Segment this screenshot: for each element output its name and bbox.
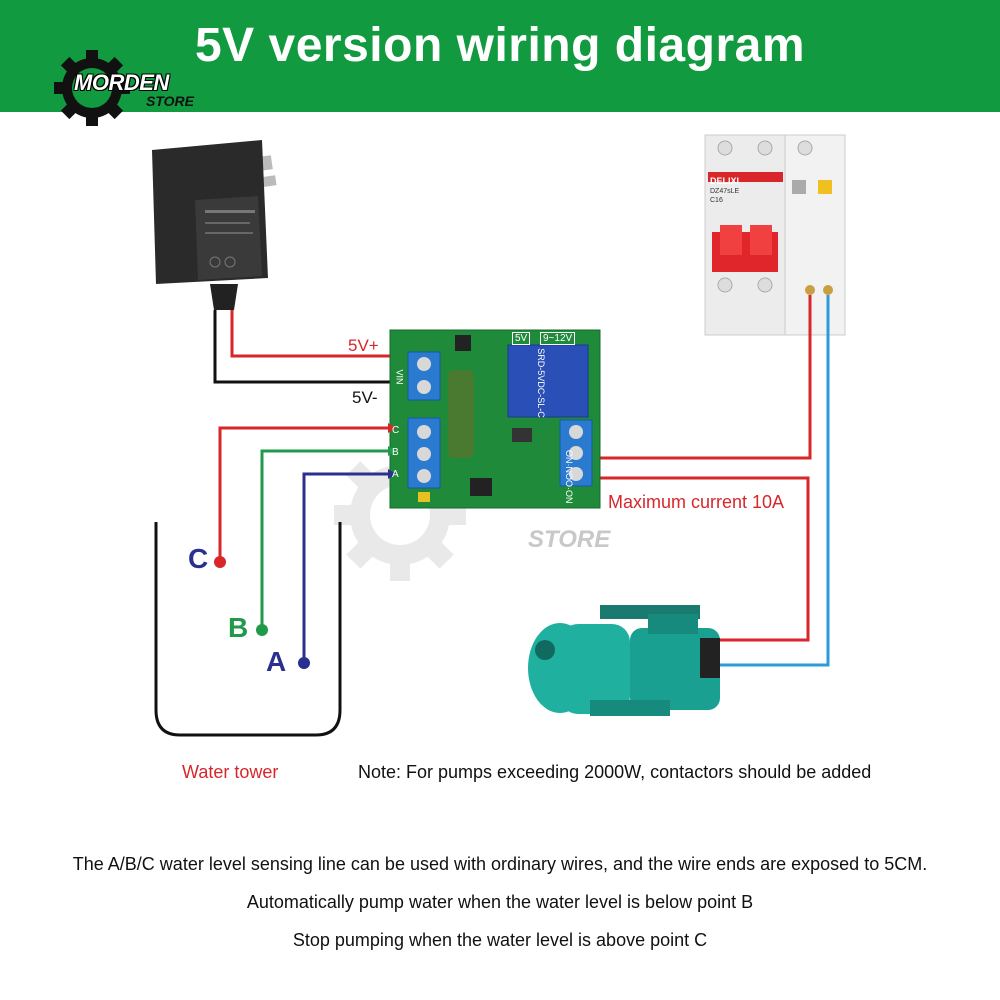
relay-terminal-label: ON·NOO·ON (564, 450, 574, 504)
terminal-b-label: B (392, 447, 399, 458)
relay-board-icon (389, 329, 601, 509)
logo-text: MORDEN (74, 70, 169, 95)
point-c-label: C (188, 543, 209, 574)
point-a-label: A (266, 646, 287, 677)
point-b-label: B (228, 612, 249, 643)
pump-note: Note: For pumps exceeding 2000W, contact… (358, 762, 872, 782)
max-current-label: Maximum current 10A (608, 492, 785, 512)
page-title: 5V version wiring diagram (194, 19, 805, 72)
relay-model-label: SRD-5VDC-SL-C (535, 348, 546, 418)
header-banner (0, 0, 1000, 112)
voltage-range-label: 9~12V (540, 332, 576, 345)
gear-logo-icon (54, 50, 130, 126)
instruction-line-1: The A/B/C water level sensing line can b… (72, 854, 928, 874)
terminal-c-label: C (392, 425, 400, 436)
logo-sub: STORE (146, 93, 194, 109)
breaker-rating: C16 (710, 197, 723, 204)
instruction-line-3: Stop pumping when the water level is abo… (292, 930, 708, 950)
terminal-a-label: A (392, 469, 399, 480)
circuit-breaker-icon (704, 134, 846, 336)
power-positive-label: 5V+ (348, 336, 379, 355)
power-negative-label: 5V- (352, 388, 378, 407)
watermark-text: STORE (528, 526, 611, 553)
vin-label: VIN (394, 369, 405, 385)
water-tower-label: Water tower (182, 762, 279, 782)
instruction-line-2: Automatically pump water when the water … (246, 892, 754, 912)
power-adapter-icon (152, 140, 277, 310)
breaker-brand: DELIXI (710, 176, 740, 186)
water-tower-icon (154, 522, 342, 737)
voltage-5v-label: 5V (512, 332, 531, 345)
water-pump-icon (528, 605, 720, 716)
breaker-model: DZ47sLE (710, 188, 740, 195)
